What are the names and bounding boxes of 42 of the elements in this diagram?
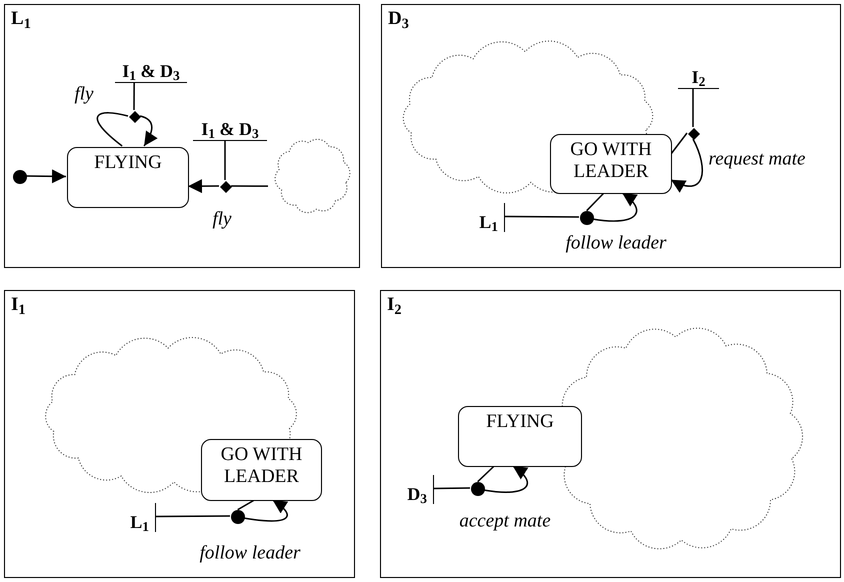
connector-line xyxy=(231,185,268,187)
panel-title: I$_{1}$ xyxy=(11,295,26,314)
transition-arrow xyxy=(670,138,703,192)
edge-label: fly xyxy=(72,84,96,104)
connector-line xyxy=(237,499,255,510)
transition-arrow xyxy=(484,465,528,493)
panel-title: L$_{1}$ xyxy=(11,9,31,28)
state-box: FLYING xyxy=(458,406,582,467)
transition-arrow xyxy=(26,169,66,184)
panel-title: D$_{3}$ xyxy=(388,9,409,28)
transition-arrow xyxy=(140,115,158,146)
panel-title: I$_{2}$ xyxy=(387,295,402,314)
edge-label: follow leader xyxy=(198,544,302,562)
connector-line xyxy=(155,515,230,518)
junction-diamond xyxy=(220,181,232,193)
diagram-panel xyxy=(380,290,841,578)
connector-line xyxy=(133,82,135,110)
connector-line xyxy=(224,140,226,180)
event-bar-label: I$_{1}$ & D$_{3}$ xyxy=(115,59,187,83)
event-bar-label: I$_{2}$ xyxy=(678,63,719,89)
event-bar-label: D$_{3}$ xyxy=(397,475,434,504)
diagram-panel xyxy=(4,4,360,268)
state-box: GO WITH LEADER xyxy=(201,439,322,501)
state-box: FLYING xyxy=(67,147,189,208)
transition-arrow xyxy=(592,192,638,222)
junction-diamond xyxy=(129,111,141,123)
connector-line xyxy=(504,216,579,218)
event-bar-label: L$_{1}$ xyxy=(467,203,505,232)
state-box: GO WITH LEADER xyxy=(550,134,672,194)
transition-arrow xyxy=(188,179,219,194)
edge-label: follow leader xyxy=(564,234,668,252)
connector-line xyxy=(477,465,495,482)
connector-line xyxy=(692,88,694,127)
connector-line xyxy=(432,487,470,490)
event-bar-label: I$_{1}$ & D$_{3}$ xyxy=(193,116,267,141)
event-bar-label: L$_{1}$ xyxy=(119,503,156,532)
connector-line xyxy=(670,132,688,154)
junction-diamond xyxy=(688,128,700,140)
edge-label: fly xyxy=(210,210,234,228)
connector-line xyxy=(586,192,604,212)
connector-line xyxy=(96,112,128,147)
transition-arrow xyxy=(244,499,288,522)
